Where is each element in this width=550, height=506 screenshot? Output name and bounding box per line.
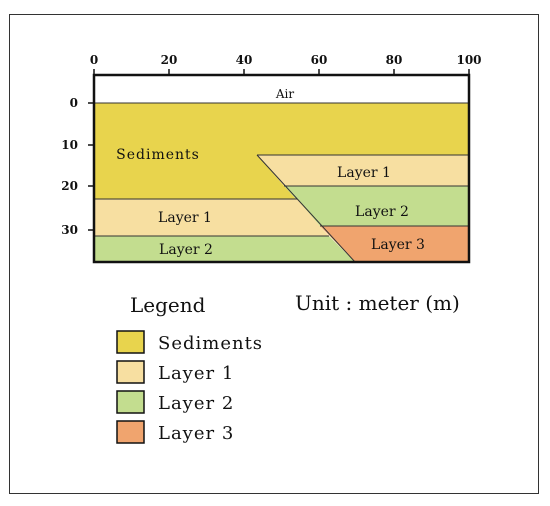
- legend-label: Sediments: [158, 333, 263, 354]
- legend-swatch-layer2: [116, 390, 145, 414]
- layer3-label: Layer 3: [371, 237, 425, 253]
- layer1-right-label: Layer 1: [337, 165, 391, 181]
- x-tick-label: 80: [386, 53, 403, 67]
- y-axis-ticks: [88, 102, 94, 231]
- air-region: [94, 75, 469, 103]
- layer2-left-label: Layer 2: [159, 242, 213, 258]
- legend-title: Legend: [130, 293, 206, 317]
- x-tick-label: 60: [311, 53, 328, 67]
- y-tick-label: 30: [61, 223, 78, 237]
- layer2-right-label: Layer 2: [355, 204, 409, 220]
- x-axis-ticks: [93, 69, 470, 75]
- layer1-right-region: [257, 155, 469, 186]
- x-tick-label: 20: [161, 53, 178, 67]
- layer-boundaries: [94, 102, 469, 263]
- y-tick-label: 0: [70, 96, 78, 110]
- legend-swatch-sediments: [116, 330, 145, 354]
- x-tick-label: 40: [236, 53, 253, 67]
- layer2-left-region: [94, 236, 355, 262]
- x-tick-label: 100: [456, 53, 481, 67]
- air-label: Air: [275, 87, 295, 101]
- x-tick-label: 0: [90, 53, 98, 67]
- sediments-label: Sediments: [116, 147, 200, 163]
- legend-label: Layer 2: [158, 393, 234, 414]
- y-tick-label: 20: [61, 179, 78, 193]
- layer1-left-region: [94, 199, 329, 236]
- layer2-right-region: [284, 186, 469, 226]
- sediments-region: [94, 103, 469, 199]
- legend-swatch-layer3: [116, 420, 145, 444]
- unit-label: Unit : meter (m): [295, 291, 460, 315]
- legend-label: Layer 3: [158, 423, 234, 444]
- layer1-left-label: Layer 1: [158, 210, 212, 226]
- cross-section-border: [92, 73, 471, 264]
- legend-swatch-layer1: [116, 360, 145, 384]
- legend-label: Layer 1: [158, 363, 234, 384]
- layer3-region: [320, 226, 469, 262]
- y-tick-label: 10: [61, 138, 78, 152]
